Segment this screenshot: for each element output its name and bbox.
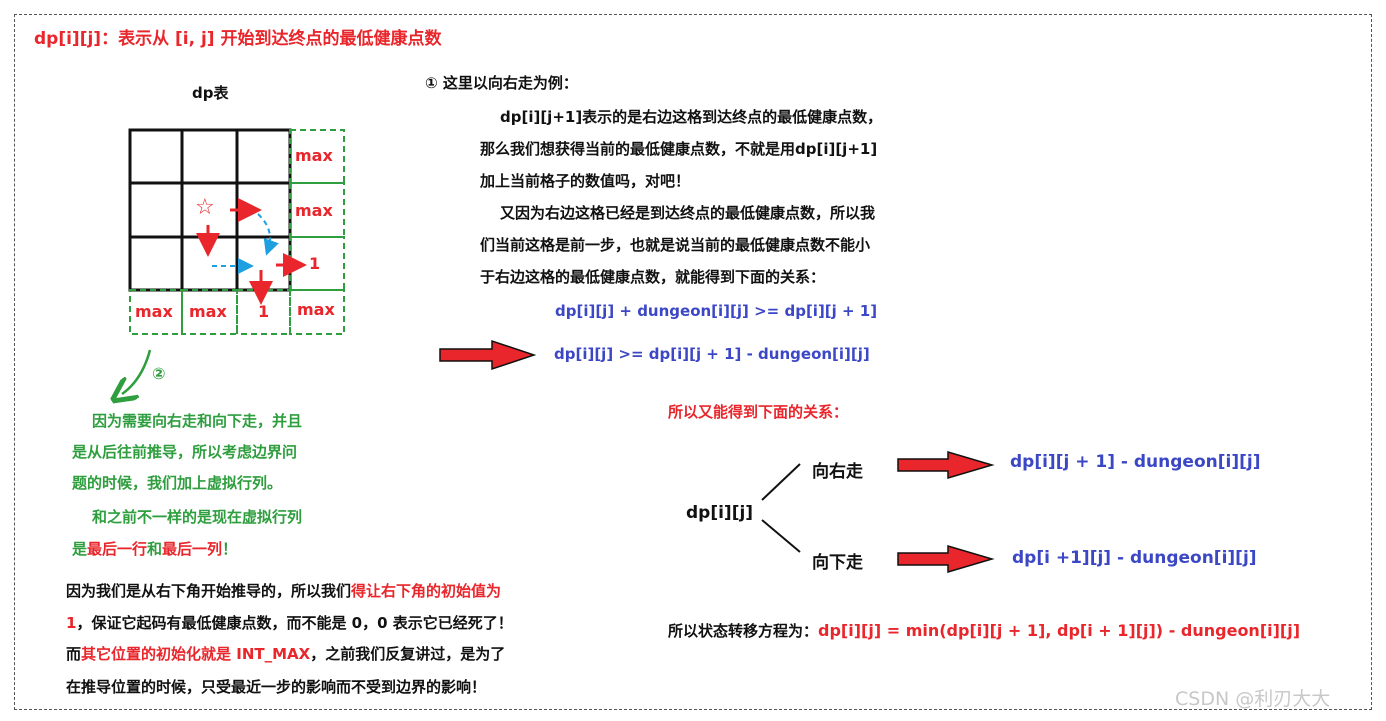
star-icon: ☆ (195, 195, 215, 220)
example-heading: ① 这里以向右走为例： (425, 74, 578, 92)
explain-line: 又因为右边这格已经是到达终点的最低健康点数，所以我 (500, 204, 876, 222)
equation-2: dp[i][j] >= dp[i][j + 1] - dungeon[i][j] (554, 345, 870, 363)
virtual-row-value: max (135, 302, 173, 321)
explain-line: 那么我们想获得当前的最低健康点数，不就是用dp[i][j+1] (480, 140, 878, 158)
green-note-line: 是从后往前推导，所以考虑边界问 (72, 443, 298, 461)
dp-grid (128, 128, 292, 292)
dp-definition-title: dp[i][j]：表示从 [i, j] 开始到达终点的最低健康点数 (34, 29, 442, 49)
explain-line: dp[i][j+1]表示的是右边这格到达终点的最低健康点数， (500, 108, 883, 126)
virtual-row-value: max (189, 302, 227, 321)
explain-line: 们当前这格是前一步，也就是说当前的最低健康点数不能小 (480, 236, 871, 254)
green-note-last-line: 是最后一行和最后一列！ (72, 540, 238, 558)
down-move-label: 向下走 (812, 553, 863, 573)
explain-line: 于右边这格的最低健康点数，就能得到下面的关系： (480, 268, 826, 286)
virtual-row-value: 1 (258, 302, 270, 321)
virtual-col-value: 1 (309, 254, 321, 273)
init-note-line-4: 在推导位置的时候，只受最近一步的影响而不受到边界的影响！ (66, 678, 487, 696)
right-move-expression: dp[i][j + 1] - dungeon[i][j] (1010, 452, 1261, 472)
arrow-right-expr (897, 450, 995, 480)
explain-line: 加上当前格子的数值吗，对吧！ (480, 172, 691, 190)
virtual-col-value: max (295, 146, 333, 165)
init-note-line-1: 因为我们是从右下角开始推导的，所以我们得让右下角的初始值为 (66, 582, 502, 600)
equation-1: dp[i][j] + dungeon[i][j] >= dp[i][j + 1] (555, 302, 878, 320)
green-note-line: 和之前不一样的是现在虚拟行列 (92, 508, 303, 526)
down-move-expression: dp[i +1][j] - dungeon[i][j] (1012, 548, 1257, 568)
step2-label: ② (152, 364, 166, 383)
dp-table-label: dp表 (192, 84, 229, 102)
green-note-line: 因为需要向右走和向下走，并且 (92, 412, 303, 430)
init-note-line-3: 而其它位置的初始化就是 INT_MAX，之前我们反复讲过，是为了 (66, 645, 506, 663)
virtual-row-value: max (297, 300, 335, 319)
relation-heading: 所以又能得到下面的关系： (668, 403, 849, 421)
branch-down (761, 519, 801, 553)
green-note-line: 题的时候，我们加上虚拟行列。 (72, 474, 283, 492)
arrow-down-expr (897, 544, 995, 574)
watermark: CSDN @利刃大大 (1175, 688, 1331, 710)
big-arrow-eq (439, 339, 537, 371)
transition-equation: 所以状态转移方程为：dp[i][j] = min(dp[i][j + 1], d… (668, 621, 1301, 640)
path-arrow-1 (257, 213, 279, 256)
right-move-label: 向右走 (812, 462, 863, 482)
branch-up (761, 463, 801, 501)
init-note-line-2: 1，保证它起码有最低健康点数，而不能是 0，0 表示它已经死了！ (66, 614, 513, 632)
diagram-frame (14, 14, 1372, 710)
relation-root: dp[i][j] (686, 503, 754, 523)
virtual-col-value: max (295, 201, 333, 220)
step2-arrow (122, 349, 152, 394)
virtual-cells (129, 129, 345, 335)
